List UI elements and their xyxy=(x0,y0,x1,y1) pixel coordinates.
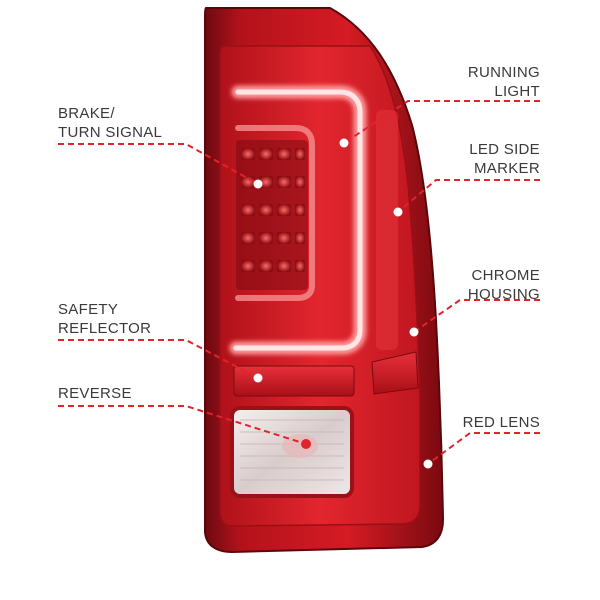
label-chrome-line2: HOUSING xyxy=(467,286,540,303)
leader-chrome xyxy=(413,299,540,333)
label-reverse: REVERSE xyxy=(58,384,132,403)
led-grid xyxy=(236,140,308,290)
label-chrome-line1: CHROME xyxy=(471,267,540,284)
dot-brake xyxy=(253,179,263,189)
label-side-marker-line2: MARKER xyxy=(474,160,540,177)
dot-red-lens xyxy=(423,459,433,469)
label-brake-turn-signal: BRAKE/ TURN SIGNAL xyxy=(58,104,162,142)
label-reverse-line1: REVERSE xyxy=(58,385,132,402)
label-brake-line2: TURN SIGNAL xyxy=(58,124,163,141)
reflector-right xyxy=(371,351,419,395)
label-brake-line1: BRAKE/ xyxy=(58,105,115,122)
dot-chrome xyxy=(409,327,419,337)
dot-running xyxy=(339,138,349,148)
leader-reverse xyxy=(58,405,307,445)
label-safety-reflector: SAFETY REFLECTOR xyxy=(58,300,151,338)
dot-side-marker xyxy=(393,207,403,217)
reflector-left xyxy=(233,365,355,397)
dot-reflector xyxy=(253,373,263,383)
label-red-lens: RED LENS xyxy=(463,413,540,432)
leader-brake xyxy=(58,143,259,185)
leader-reflector xyxy=(58,339,259,379)
label-led-side-marker: LED SIDE MARKER xyxy=(469,140,540,178)
leader-red-lens xyxy=(427,432,540,465)
label-red-lens-line1: RED LENS xyxy=(462,414,540,431)
label-side-marker-line1: LED SIDE xyxy=(469,141,540,158)
side-marker-strip xyxy=(376,110,398,350)
dot-reverse xyxy=(301,439,311,449)
leader-side-marker xyxy=(397,179,540,213)
label-reflector-line1: SAFETY xyxy=(58,301,119,318)
label-running-light: RUNNING LIGHT xyxy=(468,63,540,101)
label-chrome-housing: CHROME HOUSING xyxy=(468,266,540,304)
leader-running xyxy=(343,100,540,144)
label-running-line1: RUNNING xyxy=(467,64,540,81)
label-reflector-line2: REFLECTOR xyxy=(58,320,152,337)
label-running-line2: LIGHT xyxy=(494,83,540,100)
